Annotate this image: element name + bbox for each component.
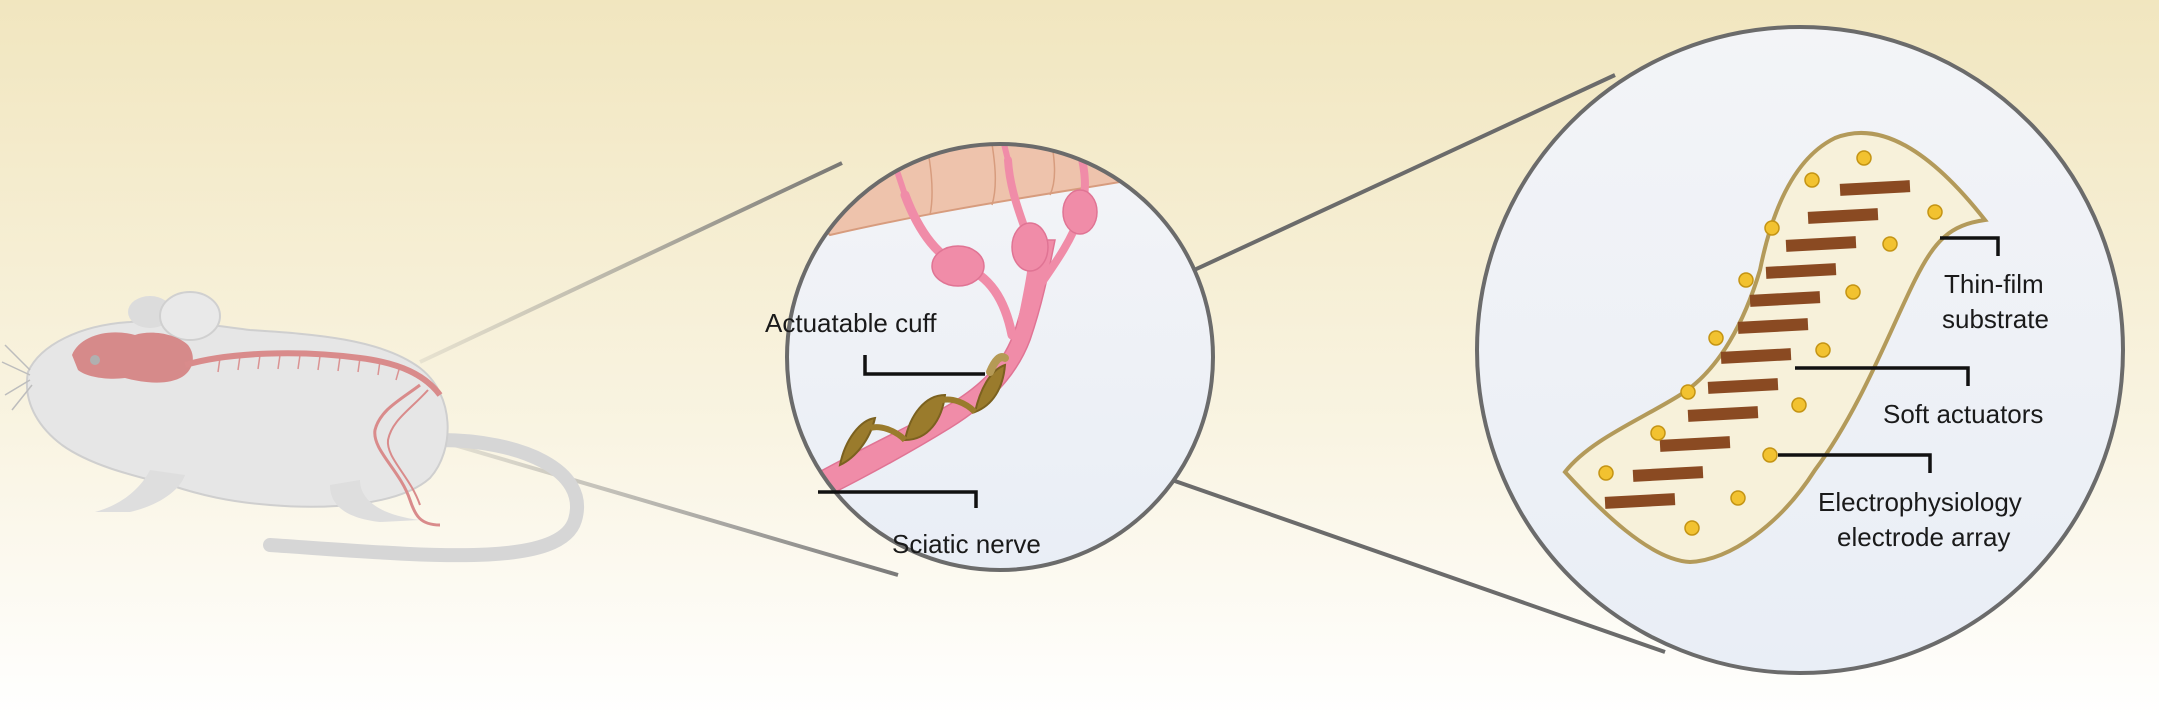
mouse-whiskers	[1, 344, 33, 411]
electrode-array	[1598, 150, 1943, 536]
electrode	[1680, 384, 1696, 400]
actuatable-cuff-pointer	[863, 355, 985, 376]
actuator	[1765, 263, 1837, 279]
electrode	[1738, 272, 1754, 288]
electrode	[1764, 220, 1780, 236]
soft-actuators	[1604, 180, 1911, 509]
actuatable-cuff-icon	[838, 353, 1009, 467]
thin-film-pointer	[1940, 236, 2000, 256]
actuator	[1604, 493, 1676, 509]
label-thin-film-line1: Thin-film	[1944, 269, 2044, 299]
mouse-ear	[159, 291, 221, 341]
mouse-tail	[263, 433, 584, 563]
device-zoom-circle-border	[1475, 25, 2125, 675]
mouse-spinal-cord	[184, 350, 443, 397]
mouse-front-leg	[95, 470, 185, 512]
electrode	[1650, 425, 1666, 441]
electrode	[1708, 330, 1724, 346]
sciatic-nerve-pointer	[818, 490, 978, 508]
actuator	[1785, 236, 1857, 252]
actuator	[1707, 378, 1779, 394]
actuator	[1687, 406, 1759, 422]
mouse-hind-leg	[330, 480, 420, 522]
actuator	[1839, 180, 1911, 196]
label-electrode-line2: electrode array	[1837, 522, 2010, 552]
label-electrode-line1: Electrophysiology	[1818, 487, 2022, 517]
thin-film-substrate	[1562, 130, 1989, 565]
electrode	[1856, 150, 1872, 166]
actuator	[1749, 291, 1821, 307]
actuator	[1737, 318, 1809, 334]
actuator	[1720, 348, 1792, 364]
electrode	[1730, 490, 1746, 506]
actuator	[1807, 208, 1879, 224]
nerve-zoom-circle-border	[785, 142, 1215, 572]
label-actuatable-cuff: Actuatable cuff	[765, 308, 937, 338]
electrode-array-pointer	[1778, 453, 1932, 473]
label-thin-film-line2: substrate	[1942, 304, 2049, 334]
mouse-brain	[72, 332, 193, 383]
mouse-spinal-nerves	[217, 354, 401, 381]
mouse-sciatic-nerve	[373, 383, 441, 527]
electrode	[1684, 520, 1700, 536]
electrode	[1598, 465, 1614, 481]
electrode	[1762, 447, 1778, 463]
electrode	[1927, 204, 1943, 220]
electrode	[1815, 342, 1831, 358]
electrode	[1804, 172, 1820, 188]
electrode	[1845, 284, 1861, 300]
electrode	[1791, 397, 1807, 413]
zoom-lines-mouse	[419, 161, 899, 577]
actuator	[1659, 436, 1731, 452]
mouse-eye	[90, 355, 100, 365]
mouse-illustration-icon	[1, 291, 584, 563]
soft-actuators-pointer	[1795, 366, 1970, 386]
thin-film-device-icon	[1562, 130, 1989, 565]
label-sciatic-nerve: Sciatic nerve	[892, 529, 1041, 559]
actuator	[1632, 466, 1704, 482]
electrode	[1882, 236, 1898, 252]
label-soft-actuators: Soft actuators	[1883, 399, 2043, 429]
